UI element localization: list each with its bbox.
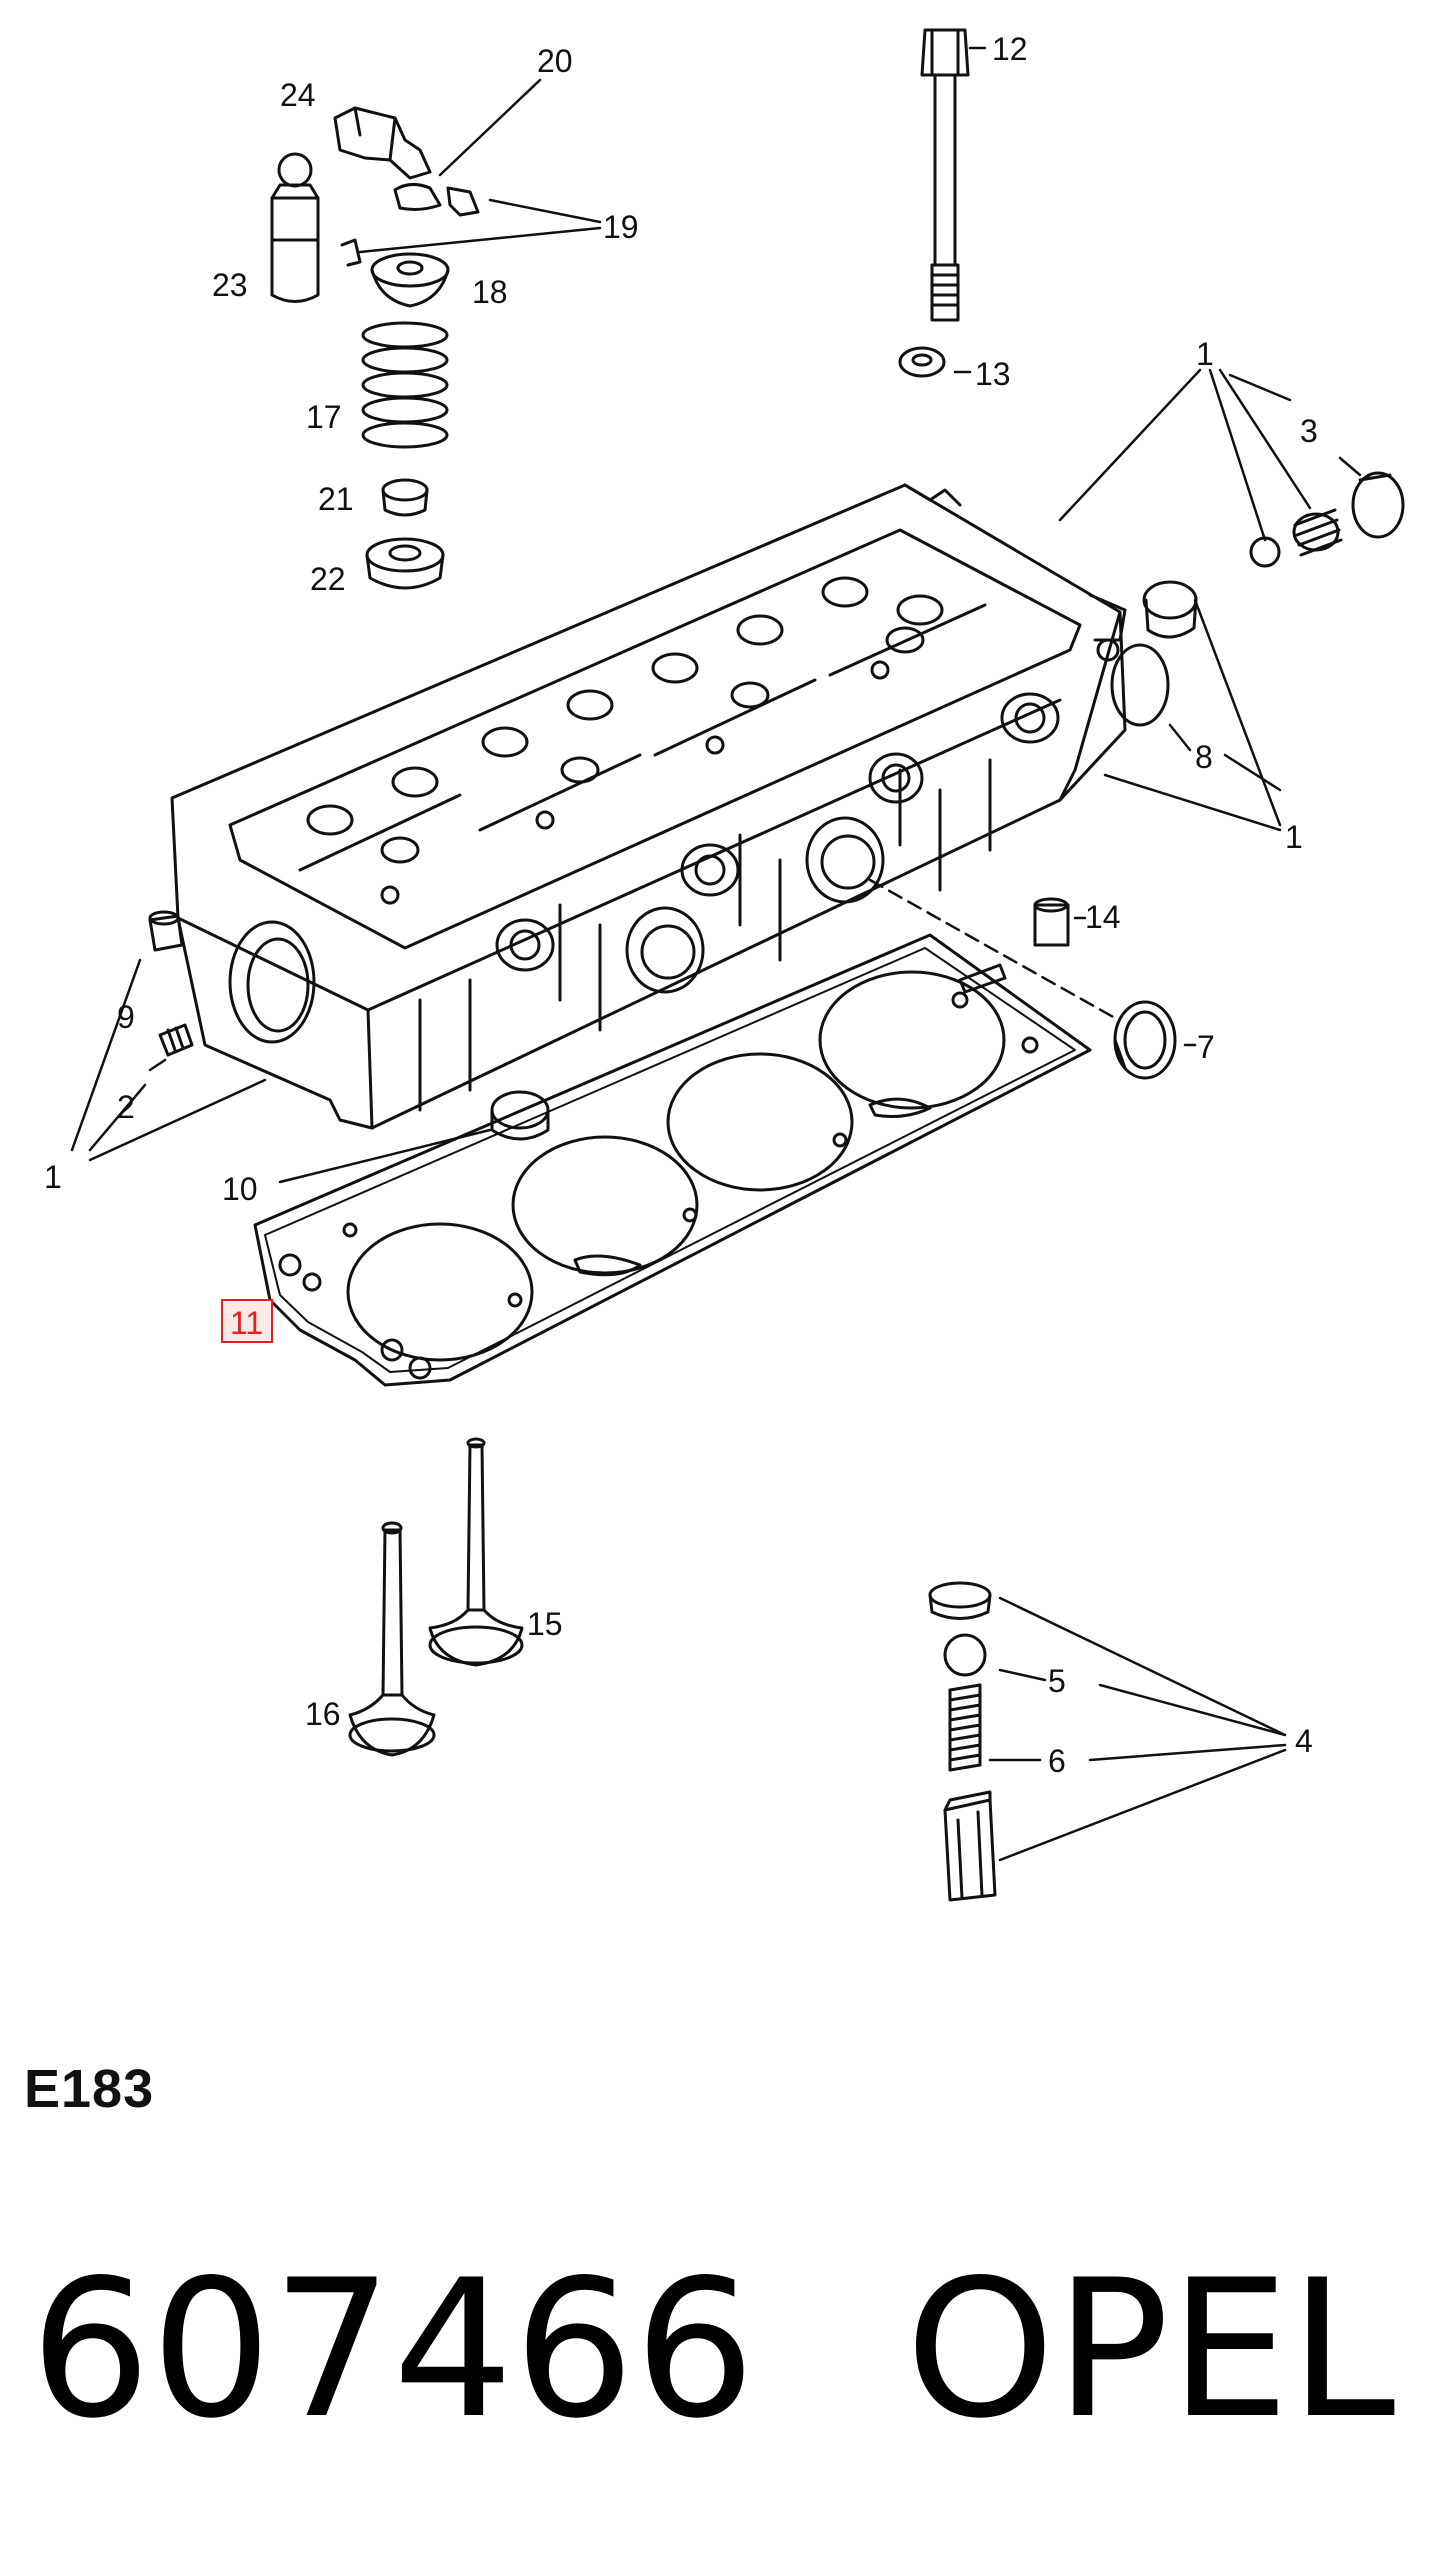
hydraulic-lifter-23 xyxy=(270,152,320,303)
head-gasket xyxy=(253,933,1092,1387)
label-3: 3 xyxy=(1300,413,1318,449)
label-12: 12 xyxy=(992,31,1028,67)
label-5: 5 xyxy=(1048,1663,1066,1699)
valve-stem-seal-21 xyxy=(381,478,429,517)
label-4: 4 xyxy=(1295,1723,1313,1759)
spring-1a xyxy=(1292,508,1343,557)
exploded-parts-diagram: 20 24 19 23 18 17 21 22 12 13 1 3 8 1 14… xyxy=(44,28,1405,1902)
label-23: 23 xyxy=(212,267,248,303)
valve-pockets xyxy=(306,576,944,905)
label-24: 24 xyxy=(280,77,316,113)
oil-seal-7 xyxy=(1113,1000,1177,1080)
label-21: 21 xyxy=(318,481,354,517)
label-15: 15 xyxy=(527,1606,563,1642)
plunger-4 xyxy=(943,1790,997,1902)
label-8: 8 xyxy=(1195,739,1213,775)
label-16: 16 xyxy=(305,1696,341,1732)
ball-5 xyxy=(943,1633,987,1677)
figure-code: E183 xyxy=(24,2059,155,2119)
label-19: 19 xyxy=(603,209,639,245)
label-10: 10 xyxy=(222,1171,258,1207)
spring-6 xyxy=(948,1683,982,1772)
bushing-14 xyxy=(1033,897,1070,947)
brand-name: OPEL xyxy=(905,2239,1396,2460)
label-1-top: 1 xyxy=(1196,336,1214,372)
label-20: 20 xyxy=(537,43,573,79)
intake-ports xyxy=(228,692,1060,1044)
label-22: 22 xyxy=(310,561,346,597)
bushing-9 xyxy=(148,910,184,952)
ball-1b xyxy=(1249,536,1281,568)
clip-20 xyxy=(393,183,442,211)
exhaust-valve-16 xyxy=(348,1521,436,1757)
label-11-highlight xyxy=(221,1299,273,1343)
nut-4 xyxy=(928,1581,992,1620)
label-1-right: 1 xyxy=(1285,819,1303,855)
label-2: 2 xyxy=(117,1089,135,1125)
plug-2 xyxy=(158,1023,194,1057)
label-7: 7 xyxy=(1197,1029,1215,1065)
label-1-left: 1 xyxy=(44,1159,62,1195)
cylinder-head xyxy=(170,483,1127,1141)
rocker-arm-24 xyxy=(333,106,432,180)
label-6: 6 xyxy=(1048,1743,1066,1779)
sealing-cap-3 xyxy=(1351,471,1405,539)
label-18: 18 xyxy=(472,274,508,310)
valve-keepers-19 xyxy=(340,186,480,267)
bushing-8 xyxy=(1142,580,1198,639)
head-bolt-12 xyxy=(920,28,970,322)
seal-ring-8 xyxy=(1110,643,1170,727)
spring-seat-22 xyxy=(365,537,445,590)
washer-13 xyxy=(898,346,946,378)
label-14: 14 xyxy=(1085,899,1121,935)
callout-labels: 20 24 19 23 18 17 21 22 12 13 1 3 8 1 14… xyxy=(44,31,1318,1779)
label-17: 17 xyxy=(306,399,342,435)
label-11: 11 xyxy=(230,1305,263,1341)
valve-spring-17 xyxy=(361,321,449,449)
spring-retainer-18 xyxy=(370,252,450,308)
intake-valve-15 xyxy=(428,1437,524,1667)
leader-lines xyxy=(70,46,1362,1862)
label-13: 13 xyxy=(975,356,1011,392)
label-9: 9 xyxy=(117,999,135,1035)
part-number: 607466 xyxy=(30,2239,756,2460)
